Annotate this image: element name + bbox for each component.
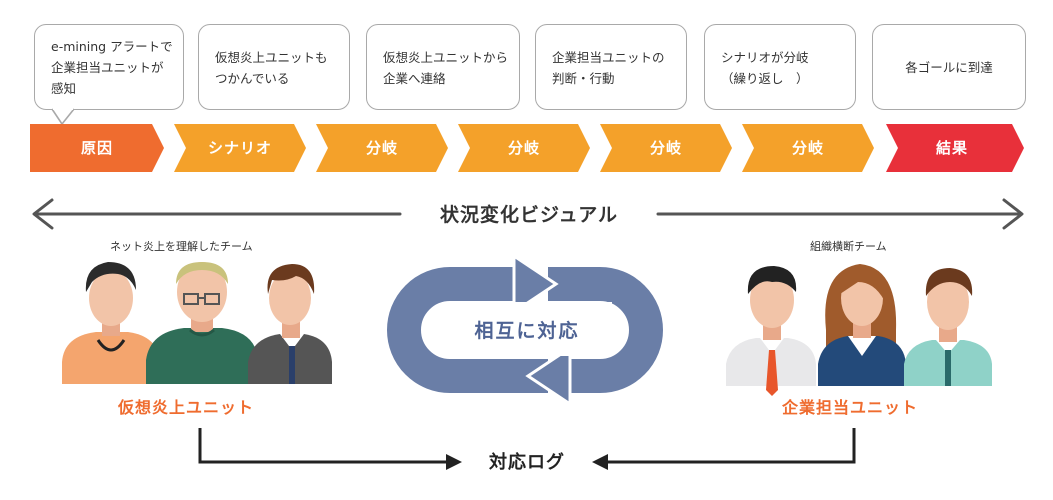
stage-branch-label: 分岐 [365,139,398,157]
stage-branch-label: 分岐 [791,139,824,157]
right-team-name: 企業担当ユニット [782,398,919,417]
cycle-icon [387,253,663,407]
person-icon [818,264,906,386]
bubble-text: 企業担当ユニットの 判断・行動 [552,49,665,86]
cycle-lower-path [387,267,548,393]
right-team-illustration [726,264,992,396]
stage-chevron [316,124,448,172]
stage-chevron [886,124,1024,172]
stage-chevron [742,124,874,172]
person-icon [248,264,332,384]
bubble-tail [51,108,75,126]
stage-branch-label: 分岐 [649,139,682,157]
bubble-branch-2: 企業担当ユニットの 判断・行動 [535,24,687,110]
cycle-upper-path [548,267,663,393]
stage-chevron [600,124,732,172]
bubble-text: 仮想炎上ユニットから 企業へ連絡 [383,49,509,86]
left-team-caption: ネット炎上を理解したチーム [110,240,253,253]
cycle-arrow-right-icon [512,253,559,315]
stage-chevron [30,124,164,172]
arrow-left-head-icon [32,198,54,230]
stage-chevron [174,124,306,172]
bubble-text: e-mining アラートで 企業担当ユニットが 感知 [51,39,173,96]
visual-double-arrow [32,198,1024,230]
log-line-right [602,428,856,464]
bubble-branch-3: シナリオが分岐 （繰り返し ） [704,24,856,110]
arrow-right-head-icon [1002,198,1024,230]
log-line-left [198,428,452,464]
visual-label: 状況変化ビジュアル [404,200,654,227]
bubble-result: 各ゴールに到達 [872,24,1026,110]
stage-chevrons [30,124,1024,172]
person-icon [62,262,160,384]
arrow-left-icon [592,454,608,470]
bubble-text: 各ゴールに到達 [905,60,993,75]
right-team-caption: 組織横断チーム [810,240,887,253]
person-icon [904,268,992,386]
bubble-branch-1: 仮想炎上ユニットから 企業へ連絡 [366,24,520,110]
person-icon [146,262,258,384]
log-label: 対応ログ [489,452,565,473]
arrow-right-icon [446,454,462,470]
stage-result-label: 結果 [935,139,968,157]
stage-branch-label: 分岐 [507,139,540,157]
cycle-arrow-left-icon [525,345,572,407]
bubble-text: 仮想炎上ユニットも つかんでいる [215,49,328,86]
cycle-label: 相互に対応 [474,320,580,342]
bubble-tail-cover [53,106,73,110]
stage-scenario-label: シナリオ [207,139,272,157]
left-team-name: 仮想炎上ユニット [118,398,255,417]
left-team-illustration [62,262,332,384]
stage-chevron [458,124,590,172]
bubble-text: シナリオが分岐 （繰り返し ） [721,49,809,86]
log-connector [198,428,856,464]
person-icon [726,266,816,396]
stage-cause-label: 原因 [80,139,113,157]
cycle-center [442,302,612,356]
bubble-cause: e-mining アラートで 企業担当ユニットが 感知 [34,24,184,110]
bubble-scenario: 仮想炎上ユニットも つかんでいる [198,24,350,110]
